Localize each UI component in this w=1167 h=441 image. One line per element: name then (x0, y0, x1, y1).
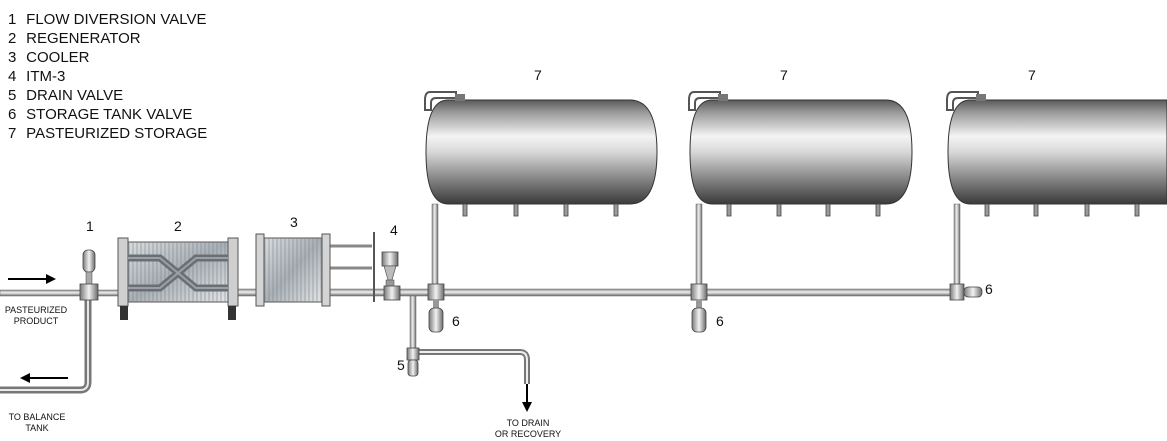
callout-4: 4 (390, 222, 398, 238)
flow-diversion-valve (79, 249, 99, 301)
main-header-pipe (399, 288, 961, 297)
storage-tank-1 (424, 91, 658, 217)
legend-item-6: 6 STORAGE TANK VALVE (8, 105, 207, 124)
callout-6c: 6 (985, 281, 993, 297)
callout-5: 5 (397, 357, 405, 373)
legend-number: 2 (8, 30, 17, 47)
legend-number: 3 (8, 49, 17, 66)
inlet-label-line1: PASTEURIZED (5, 305, 68, 315)
tank-3-drop-pipe (953, 203, 961, 289)
inlet-pipe (0, 289, 125, 297)
legend-text: COOLER (26, 49, 90, 66)
legend-item-4: 4 ITM-3 (8, 67, 207, 86)
legend-item-7: 7 PASTEURIZED STORAGE (8, 124, 207, 143)
legend-item-2: 2 REGENERATOR (8, 29, 207, 48)
legend-number: 1 (8, 11, 17, 28)
callout-7b: 7 (780, 67, 788, 83)
legend-text: PASTEURIZED STORAGE (26, 125, 208, 142)
regenerator (117, 237, 239, 320)
legend-number: 7 (8, 125, 17, 142)
legend-text: STORAGE TANK VALVE (26, 106, 193, 123)
legend-number: 4 (8, 68, 17, 85)
legend-item-5: 5 DRAIN VALVE (8, 86, 207, 105)
tank-1-drop-pipe (431, 203, 439, 289)
legend: 1 FLOW DIVERSION VALVE 2 REGENERATOR 3 C… (8, 10, 207, 143)
legend-item-1: 1 FLOW DIVERSION VALVE (8, 10, 207, 29)
tank-2-drop-pipe (695, 203, 703, 289)
callout-1: 1 (86, 218, 94, 234)
legend-number: 6 (8, 106, 17, 123)
drain-valve (406, 347, 420, 377)
callout-2: 2 (174, 218, 182, 234)
legend-text: ITM-3 (26, 68, 66, 85)
drain-label-line2: OR RECOVERY (495, 429, 561, 439)
legend-item-3: 3 COOLER (8, 48, 207, 67)
cooler (255, 233, 331, 307)
storage-tank-valve-3 (949, 283, 983, 301)
drain-arrow-icon (522, 384, 532, 412)
balance-tank-label-line1: TO BALANCE (9, 412, 66, 422)
legend-text: FLOW DIVERSION VALVE (26, 11, 207, 28)
inlet-label-line2: PRODUCT (14, 316, 59, 326)
callout-7a: 7 (534, 67, 542, 83)
storage-tank-valve-2 (690, 283, 708, 333)
legend-text: DRAIN VALVE (26, 87, 124, 104)
balance-tank-label-line2: TANK (25, 423, 48, 433)
storage-tank-2 (688, 91, 913, 217)
inlet-arrow-icon (8, 274, 56, 284)
itm-3 (381, 251, 401, 301)
legend-number: 5 (8, 87, 17, 104)
callout-3: 3 (290, 214, 298, 230)
legend-text: REGENERATOR (26, 30, 141, 47)
storage-tank-3 (946, 91, 1167, 217)
callout-6a: 6 (452, 313, 460, 329)
return-arrow-icon (20, 373, 68, 383)
callout-7c: 7 (1028, 67, 1036, 83)
callout-6b: 6 (716, 313, 724, 329)
drain-label-line1: TO DRAIN (507, 418, 550, 428)
storage-tank-valve-1 (427, 283, 445, 333)
